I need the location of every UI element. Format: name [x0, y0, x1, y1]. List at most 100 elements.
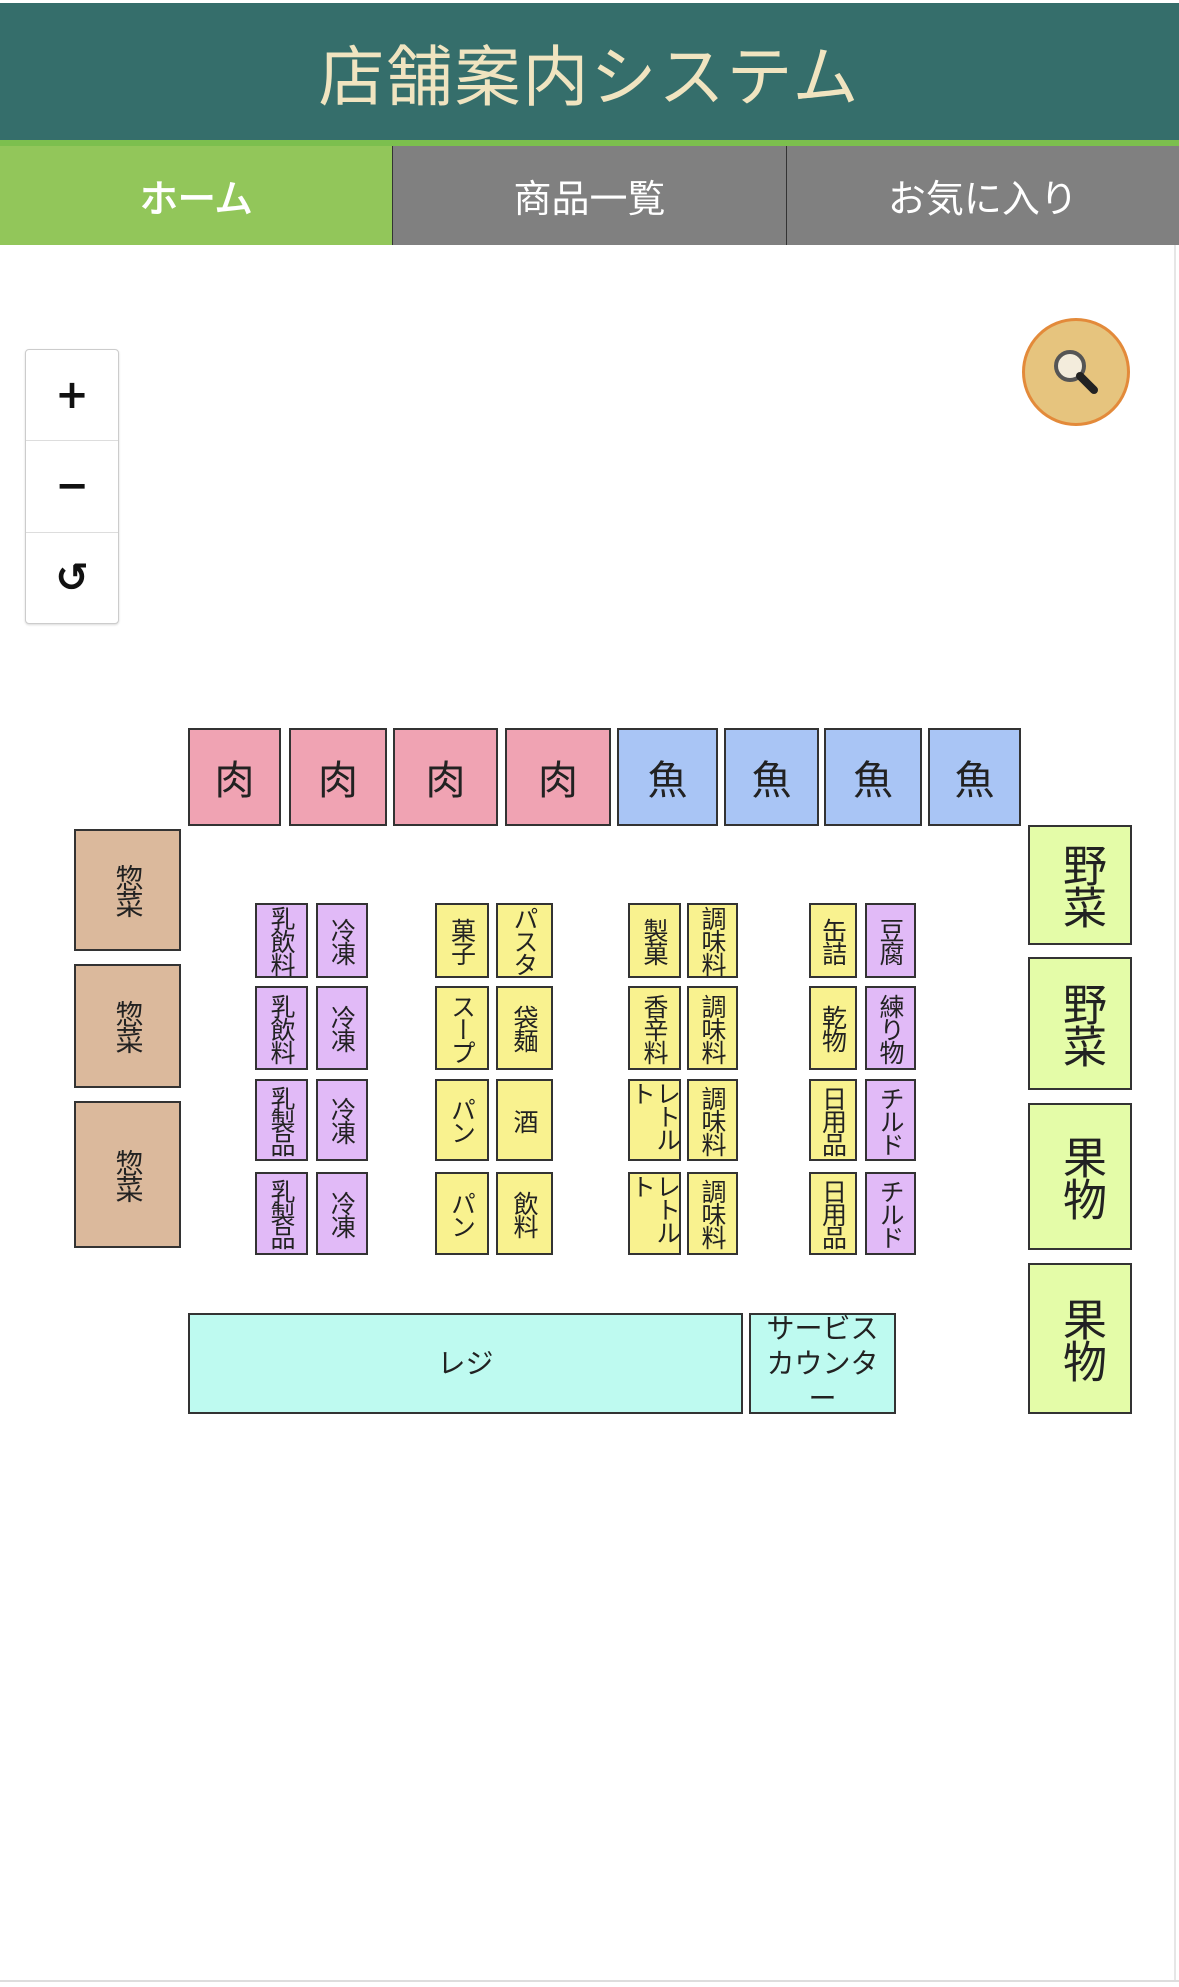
map-section-yellow[interactable]: 調味料	[687, 1079, 738, 1161]
reset-view-button[interactable]: ↺	[55, 554, 89, 601]
map-section-purple[interactable]: 乳製品	[255, 1079, 308, 1161]
app-title: 店舗案内システム	[318, 38, 861, 116]
map-section-yellow[interactable]: 飲料	[496, 1172, 553, 1255]
map-section-yellow[interactable]: 酒	[496, 1079, 553, 1161]
map-section-label: 菓子	[447, 917, 477, 964]
map-section-purple[interactable]: 冷凍	[316, 1079, 368, 1161]
map-section-label: 調味料	[698, 993, 727, 1063]
map-section-meat[interactable]: 肉	[289, 728, 387, 826]
map-section-yellow[interactable]: 袋麺	[496, 986, 553, 1070]
map-section-label: 日用品	[818, 1179, 848, 1248]
map-section-label: パスタ	[510, 906, 539, 975]
map-section-purple[interactable]: 冷凍	[316, 903, 368, 978]
map-section-sozai[interactable]: 惣菜	[74, 829, 181, 951]
map-section-label: パン	[447, 1097, 477, 1143]
map-section-fish[interactable]: 魚	[617, 728, 718, 826]
zoom-in-button[interactable]: +	[26, 350, 118, 442]
map-section-label: 魚	[751, 758, 792, 804]
app-header: 店舗案内システム	[0, 3, 1179, 140]
map-section-counter[interactable]: サービス カウンター	[749, 1312, 896, 1415]
search-button[interactable]	[1022, 318, 1130, 426]
map-section-label: 冷凍	[327, 1190, 357, 1237]
map-section-yellow[interactable]: 調味料	[687, 903, 738, 978]
map-section-yellow[interactable]: 日用品	[809, 1172, 857, 1255]
map-section-counter[interactable]: レジ	[188, 1313, 743, 1414]
map-section-yellow[interactable]: パン	[435, 1079, 489, 1161]
map-section-yellow[interactable]: 香辛料	[628, 986, 681, 1070]
map-section-label: 惣菜	[111, 1000, 145, 1052]
map-section-purple[interactable]: 冷凍	[316, 1172, 368, 1255]
map-section-fish[interactable]: 魚	[824, 728, 922, 826]
map-section-label: 飲料	[510, 1190, 539, 1237]
map-section-label: レトルト	[627, 1081, 682, 1150]
tab-product-list[interactable]: 商品一覧	[392, 146, 786, 245]
scrollbar-track	[1174, 245, 1176, 1980]
map-section-yellow[interactable]: スープ	[435, 986, 489, 1070]
map-section-yellow[interactable]: パスタ	[496, 903, 553, 978]
map-section-label: 調味料	[698, 1179, 727, 1248]
map-section-label: 魚	[954, 758, 995, 804]
map-section-meat[interactable]: 肉	[188, 728, 281, 826]
map-section-meat[interactable]: 肉	[505, 728, 611, 826]
map-section-purple[interactable]: 冷凍	[316, 986, 368, 1070]
map-section-label: チルド	[876, 1085, 905, 1155]
map-section-label: 調味料	[698, 906, 727, 975]
map-section-label: 冷凍	[327, 1097, 357, 1143]
zoom-out-button[interactable]: −	[26, 441, 118, 533]
map-section-veg[interactable]: 果物	[1028, 1103, 1132, 1250]
map-section-yellow[interactable]: 調味料	[687, 1172, 738, 1255]
map-section-label: 豆腐	[876, 917, 905, 964]
map-section-purple[interactable]: チルド	[865, 1079, 916, 1161]
map-section-yellow[interactable]: 日用品	[809, 1079, 857, 1161]
map-section-yellow[interactable]: 調味料	[687, 986, 738, 1070]
map-section-yellow[interactable]: 乾物	[809, 986, 857, 1070]
nav-tabs: ホーム 商品一覧 お気に入り	[0, 146, 1179, 245]
map-section-label: 調味料	[698, 1085, 727, 1155]
map-section-sozai[interactable]: 惣菜	[74, 964, 181, 1088]
map-section-purple[interactable]: 練り物	[865, 986, 916, 1070]
map-section-veg[interactable]: 野菜	[1028, 825, 1132, 945]
map-section-yellow[interactable]: 製菓	[628, 903, 681, 978]
map-section-purple[interactable]: 乳製品	[255, 1172, 308, 1255]
map-section-veg[interactable]: 果物	[1028, 1263, 1132, 1414]
map-section-yellow[interactable]: 菓子	[435, 903, 489, 978]
map-section-label: 果物	[1055, 1134, 1106, 1219]
map-section-label: 魚	[853, 758, 893, 804]
map-zoom-controls: + − ↺	[25, 349, 119, 624]
map-section-label: 惣菜	[111, 1148, 145, 1201]
map-section-label: 肉	[425, 758, 466, 804]
map-section-label: 乾物	[818, 1005, 848, 1051]
map-section-label: レトルト	[627, 1174, 682, 1243]
map-section-sozai[interactable]: 惣菜	[74, 1101, 181, 1248]
map-section-yellow[interactable]: レトルト	[627, 1172, 682, 1255]
map-section-fish[interactable]: 魚	[928, 728, 1021, 826]
page-bottom-border	[0, 1980, 1179, 1982]
map-section-purple[interactable]: チルド	[865, 1172, 916, 1255]
map-section-label: 酒	[510, 1108, 539, 1132]
map-section-yellow[interactable]: 缶詰	[809, 903, 857, 978]
map-section-label: 野菜	[1055, 843, 1106, 927]
map-section-label: 乳飲料	[267, 906, 296, 975]
map-section-purple[interactable]: 乳飲料	[255, 986, 308, 1070]
map-section-label: 野菜	[1055, 981, 1106, 1066]
tab-favorites[interactable]: お気に入り	[785, 146, 1179, 245]
map-section-purple[interactable]: 豆腐	[865, 903, 916, 978]
map-section-veg[interactable]: 野菜	[1028, 957, 1132, 1090]
map-section-label: 肉	[538, 758, 578, 804]
map-section-label: 袋麺	[510, 1005, 539, 1051]
map-section-label: 練り物	[876, 993, 905, 1063]
map-section-yellow[interactable]: レトルト	[627, 1079, 682, 1161]
tab-home[interactable]: ホーム	[0, 146, 393, 245]
map-section-label: 日用品	[818, 1085, 848, 1155]
map-section-label: サービス カウンター	[766, 1312, 879, 1415]
map-section-meat[interactable]: 肉	[393, 728, 498, 826]
map-section-label: 果物	[1055, 1296, 1106, 1381]
map-section-label: 冷凍	[327, 917, 357, 964]
map-section-label: 冷凍	[327, 1005, 357, 1051]
map-section-purple[interactable]: 乳飲料	[255, 903, 308, 978]
map-section-fish[interactable]: 魚	[724, 728, 819, 826]
map-section-label: 乳製品	[267, 1085, 296, 1155]
map-section-label: 香辛料	[640, 993, 669, 1063]
map-section-yellow[interactable]: パン	[435, 1172, 489, 1255]
map-section-label: 乳飲料	[267, 993, 296, 1063]
